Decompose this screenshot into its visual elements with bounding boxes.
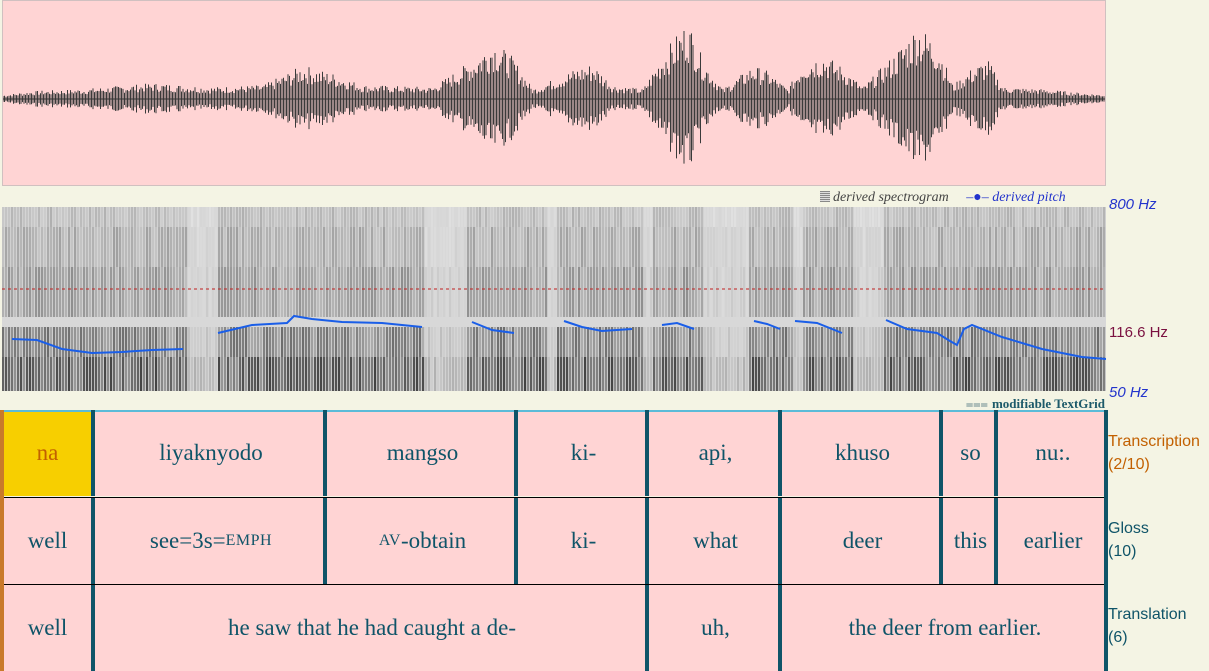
freq-label-mid: 116.6 Hz: [1109, 324, 1168, 341]
textgrid-header: ⩶modifiable TextGrid: [900, 396, 1105, 412]
freq-label-bottom: 50 Hz: [1109, 384, 1149, 401]
waveform-plot: [3, 31, 1105, 164]
interval-cell[interactable]: deer: [842, 528, 883, 553]
tier-count-text: (2/10): [1108, 456, 1150, 473]
interval-boundary[interactable]: [645, 410, 649, 496]
interval-boundary[interactable]: [645, 585, 649, 671]
pitch-contour: [661, 321, 695, 330]
interval-boundary[interactable]: [778, 585, 782, 671]
legend-spectrogram-label: derived spectrogram: [833, 190, 949, 205]
tier-label-gloss[interactable]: Gloss (10): [1108, 517, 1149, 563]
pitch-contour: [471, 321, 515, 334]
spectrogram-striations: [2, 207, 1106, 391]
waveform-panel[interactable]: [2, 0, 1106, 186]
textgrid-tiers: na liyaknyodo mangso ki- api, khuso so n…: [0, 410, 1108, 671]
interval-cell[interactable]: nu:.: [1035, 440, 1071, 465]
pitch-line-icon: –●–: [966, 190, 989, 205]
pitch-contour: [753, 320, 781, 330]
interval-boundary[interactable]: [778, 498, 782, 584]
tier-transcription[interactable]: na liyaknyodo mangso ki- api, khuso so n…: [2, 410, 1106, 496]
tier-name-text: Translation: [1108, 606, 1187, 623]
tier-label-transcription[interactable]: Transcription (2/10): [1108, 430, 1200, 476]
interval-cell[interactable]: well: [27, 615, 68, 640]
interval-boundary[interactable]: [939, 498, 943, 584]
waveform-trace: [3, 31, 1105, 164]
tier-label-translation[interactable]: Translation (6): [1108, 603, 1187, 649]
legend-pitch-key: –●– derived pitch: [966, 190, 1065, 205]
tier-gloss[interactable]: well see=3s=EMPH AV-obtain ki- what deer…: [2, 498, 1106, 584]
tier-name-text: Gloss: [1108, 520, 1149, 537]
pitch-contour: [794, 320, 843, 334]
interval-cell[interactable]: he saw that he had caught a de-: [227, 615, 517, 640]
interval-cell[interactable]: well: [27, 528, 68, 553]
interval-boundary[interactable]: [514, 498, 518, 584]
tier-separator: [2, 497, 1106, 498]
tier-count-text: (10): [1108, 543, 1137, 560]
tier-separator: [2, 584, 1106, 585]
pitch-contour: [563, 320, 633, 333]
interval-cell[interactable]: uh,: [701, 615, 730, 640]
interval-cell[interactable]: so: [960, 440, 981, 465]
interval-cell[interactable]: the deer from earlier.: [848, 615, 1042, 640]
freq-label-top: 800 Hz: [1109, 196, 1157, 213]
interval-cell[interactable]: earlier: [1023, 528, 1083, 553]
grip-icon: ⩶: [965, 396, 988, 411]
tier-separator: [2, 410, 1106, 412]
spectrogram-panel[interactable]: [2, 207, 1106, 391]
interval-cell[interactable]: liyaknyodo: [159, 440, 263, 465]
interval-cell[interactable]: api,: [698, 440, 733, 465]
spectrogram-legend: derived spectrogram –●– derived pitch: [820, 190, 1106, 206]
interval-boundary[interactable]: [939, 410, 943, 496]
pitch-contour: [217, 314, 423, 334]
interval-boundary[interactable]: [994, 410, 998, 496]
left-edge-marker: [0, 410, 4, 671]
interval-boundary[interactable]: [323, 410, 327, 496]
pitch-contour: [885, 319, 1106, 360]
right-edge-marker: [1104, 410, 1108, 671]
interval-cell[interactable]: what: [693, 528, 738, 553]
interval-boundary[interactable]: [91, 498, 95, 584]
tier-translation[interactable]: well he saw that he had caught a de- uh,…: [2, 585, 1106, 671]
interval-cell[interactable]: mangso: [386, 440, 459, 465]
interval-boundary[interactable]: [514, 410, 518, 496]
interval-boundary[interactable]: [91, 410, 95, 496]
spectrogram-swatch-icon: [820, 191, 830, 202]
interval-cell[interactable]: see=3s=EMPH: [149, 528, 273, 553]
interval-boundary[interactable]: [994, 498, 998, 584]
tier-count-text: (6): [1108, 629, 1128, 646]
interval-cell[interactable]: khuso: [835, 440, 890, 465]
interval-cell[interactable]: ki-: [570, 528, 597, 553]
textgrid-title: modifiable TextGrid: [991, 396, 1105, 411]
interval-boundary[interactable]: [91, 585, 95, 671]
interval-cell[interactable]: ki-: [570, 440, 597, 465]
pitch-contour: [11, 338, 184, 355]
legend-pitch-label: derived pitch: [992, 190, 1066, 205]
interval-cell[interactable]: na: [2, 410, 93, 496]
interval-cell[interactable]: this: [953, 528, 988, 553]
spectrogram-plot: [2, 207, 1106, 391]
interval-boundary[interactable]: [645, 498, 649, 584]
interval-boundary[interactable]: [778, 410, 782, 496]
interval-cell[interactable]: AV-obtain: [378, 528, 467, 553]
tier-name-text: Transcription: [1108, 433, 1200, 450]
interval-boundary[interactable]: [323, 498, 327, 584]
